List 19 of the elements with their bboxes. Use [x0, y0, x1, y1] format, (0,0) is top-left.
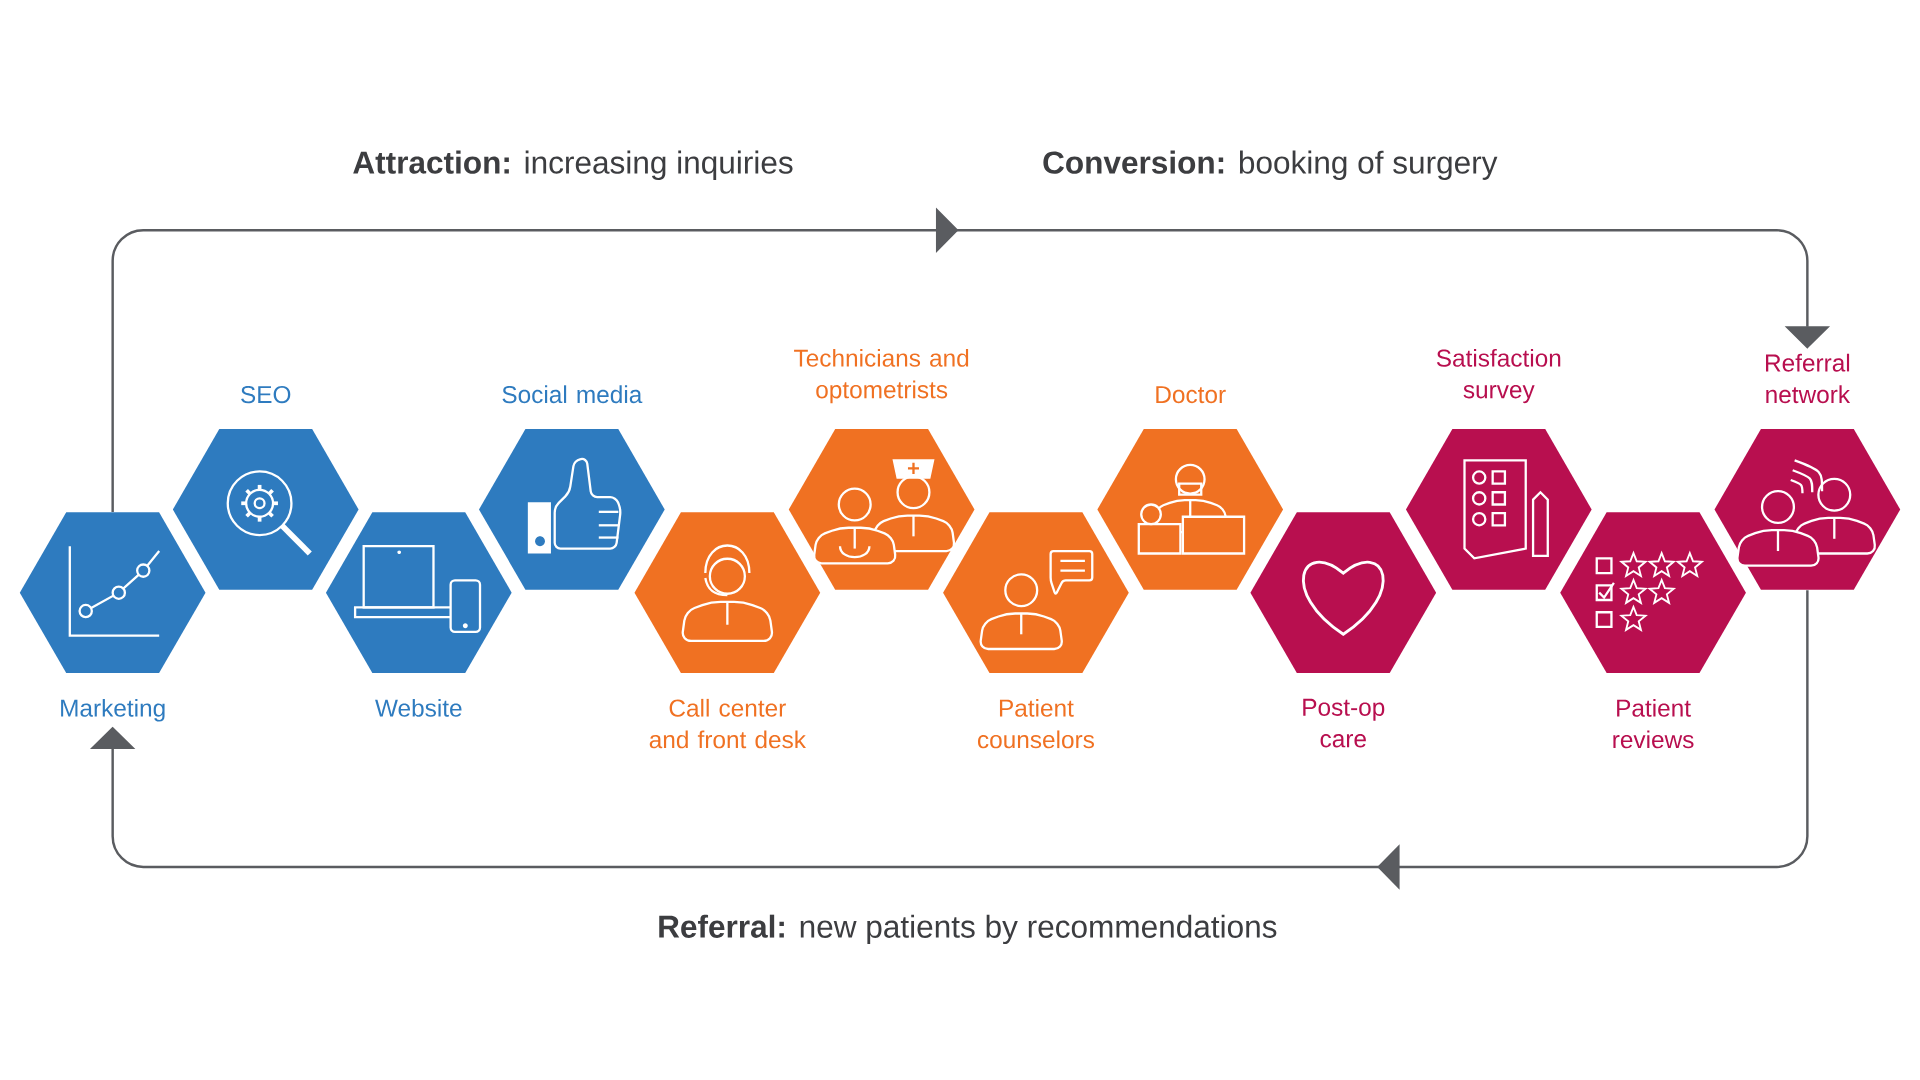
node-label: Patient counselors: [978, 698, 1094, 749]
node-label: Referral network: [1766, 353, 1851, 404]
node-label: Marketing: [61, 698, 165, 722]
loop-arrow: [89, 590, 1809, 890]
hexagon: Social media: [479, 385, 665, 590]
stage-heading: Attraction: increasing inquiries: [353, 150, 793, 180]
hexagon: Marketing: [19, 512, 206, 722]
node-label: Doctor: [1156, 386, 1226, 404]
node-label: SEO: [241, 385, 291, 404]
node-label: Website: [375, 698, 462, 717]
node-label: Call center and front desk: [649, 698, 806, 749]
node-label: Post-op care: [1303, 698, 1385, 748]
stage-heading: Conversion: booking of surgery: [1043, 150, 1498, 180]
loop-arrow: [111, 207, 1831, 512]
node-label: Satisfaction survey: [1436, 348, 1561, 404]
stage-heading: Referral: new patients by recommendations: [659, 914, 1277, 945]
node-label: Technicians and optometrists: [794, 348, 969, 404]
node-label: Social media: [502, 385, 643, 404]
node-label: Patient reviews: [1613, 698, 1694, 749]
